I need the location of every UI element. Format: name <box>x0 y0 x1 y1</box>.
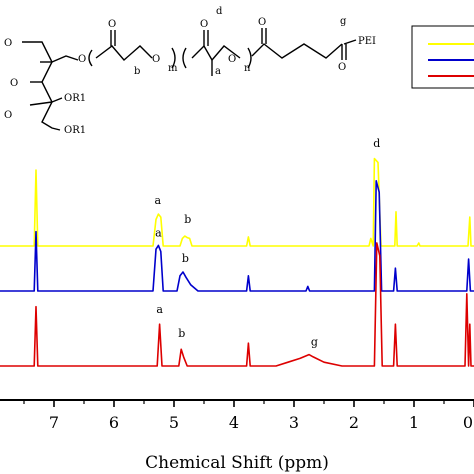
oxygen-2: O <box>152 54 160 65</box>
peak-labels: a b d a b a b g <box>155 137 381 348</box>
x-tick-label-5: 5 <box>169 413 179 432</box>
oxygen-1: O <box>78 54 86 65</box>
carbonyl-o-1: O <box>108 19 116 30</box>
peak-label-3-b: b <box>178 327 185 340</box>
carbonyl-o-2: O <box>200 19 208 30</box>
x-tick-label-3: 3 <box>289 413 299 432</box>
chemical-structure <box>22 28 357 131</box>
peak-label-3-a: a <box>156 303 163 316</box>
subscript-a: a <box>215 66 221 77</box>
or-label-4: OR1 <box>64 93 86 104</box>
spectrum-line-2 <box>0 180 474 292</box>
structure-labels: O O O OR1 OR1 O O O O O O O b m a n d g … <box>4 6 376 136</box>
carbonyl-o-4: O <box>338 62 346 73</box>
or-label-3: O <box>4 110 12 121</box>
legend <box>411 25 474 89</box>
subscript-b: b <box>134 66 140 77</box>
label-d: d <box>216 6 223 17</box>
peak-label-2-a: a <box>155 226 162 239</box>
oxygen-3: O <box>228 54 236 65</box>
spectrum-line-3 <box>0 242 474 367</box>
peak-label-1-a: a <box>155 194 162 207</box>
peak-label-1-d: d <box>373 137 380 150</box>
peak-label-1-b: b <box>184 213 191 226</box>
subscript-m: m <box>168 63 178 74</box>
label-g: g <box>340 16 347 27</box>
or-label-5: OR1 <box>64 125 86 136</box>
x-axis-label: Chemical Shift (ppm) <box>145 453 329 473</box>
or-label-1: O <box>4 38 12 49</box>
subscript-n: n <box>244 63 251 74</box>
x-tick-label-6: 6 <box>109 413 119 432</box>
peak-label-3-g: g <box>311 336 318 349</box>
x-tick-label-4: 4 <box>229 413 239 432</box>
x-axis: 7 6 5 4 3 2 1 0 <box>0 399 474 432</box>
x-tick-label-0: 0 <box>463 413 473 432</box>
or-label-2: O <box>10 78 18 89</box>
x-tick-label-7: 7 <box>49 413 59 432</box>
spectra-group <box>0 157 474 367</box>
peak-label-2-b: b <box>182 252 189 265</box>
pei-label: PEI <box>358 36 376 47</box>
carbonyl-o-3: O <box>258 17 266 28</box>
x-tick-label-2: 2 <box>349 413 359 432</box>
x-tick-label-1: 1 <box>409 413 419 432</box>
spectrum-line-1 <box>0 157 474 247</box>
